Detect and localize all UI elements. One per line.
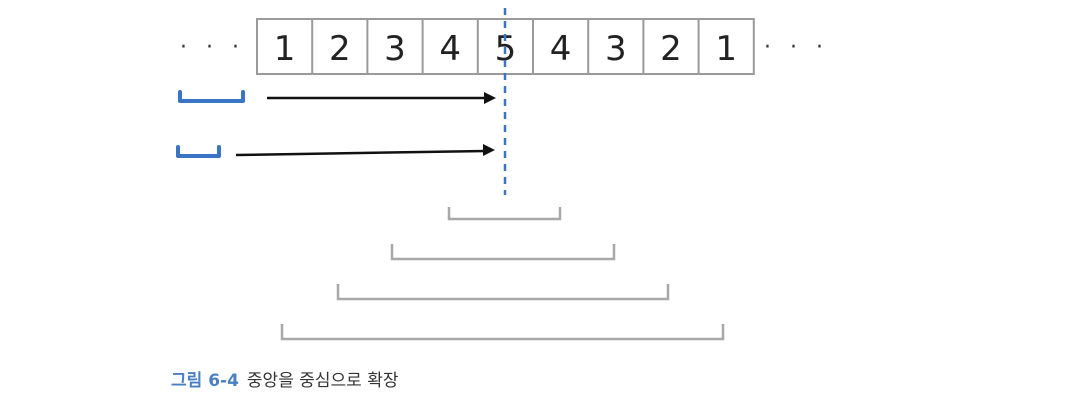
window-bracket-small [176, 145, 221, 158]
array-cell-value: 2 [660, 29, 682, 69]
expansion-bracket-3 [336, 284, 670, 301]
slide-arrow-bottom [235, 149, 487, 157]
array-cell-value: 3 [384, 29, 406, 69]
array-cell-value: 4 [550, 29, 572, 69]
caption-text: 중앙을 중심으로 확장 [246, 371, 399, 391]
array-cell-value: 3 [605, 29, 627, 69]
window-bracket-large [178, 90, 245, 103]
array-cell-value: 2 [329, 29, 351, 69]
slide-arrow-top-head [484, 92, 496, 104]
figure-label: 그림 6-4 [171, 371, 239, 391]
slide-arrow-bottom-head [483, 144, 495, 156]
right-ellipsis: · · · [764, 35, 829, 60]
expansion-bracket-4 [280, 324, 725, 341]
array-cell-value: 1 [715, 29, 737, 69]
figure-caption: 그림 6-4 중앙을 중심으로 확장 [171, 366, 399, 391]
expansion-bracket-1 [447, 207, 562, 221]
array-cell-value: 4 [439, 29, 461, 69]
array-cells: 123454321 [256, 18, 755, 75]
left-ellipsis: · · · [180, 35, 245, 60]
expansion-bracket-2 [390, 244, 616, 261]
array-cell-value: 1 [274, 29, 296, 69]
